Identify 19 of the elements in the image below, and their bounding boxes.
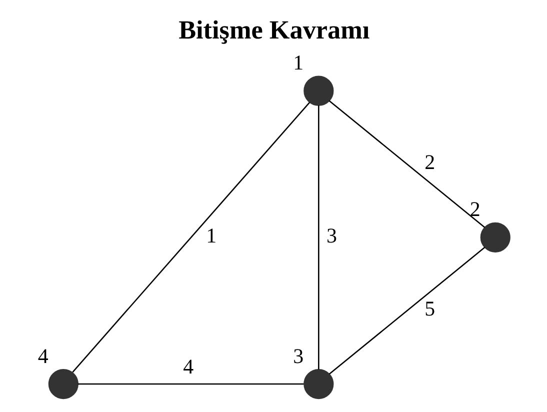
node-circle [304,368,334,400]
connector [318,105,320,370]
edge-label: 4 [183,354,194,378]
node-circle [480,222,510,252]
diagram-title: Bitişme Kavramı [178,15,370,44]
node-circle [48,368,78,400]
node-label: 1 [293,50,304,75]
node-label: 4 [38,344,48,368]
connector [328,246,486,374]
connector [328,100,486,228]
edge-label: 2 [424,150,436,174]
edge-label: 3 [326,223,337,248]
edge-label: 1 [206,223,217,248]
connector [78,383,304,385]
node-label: 2 [470,197,480,222]
edge-label: 5 [424,296,436,321]
connector [72,102,310,373]
node-circle [304,76,334,106]
node-label: 3 [293,344,304,368]
